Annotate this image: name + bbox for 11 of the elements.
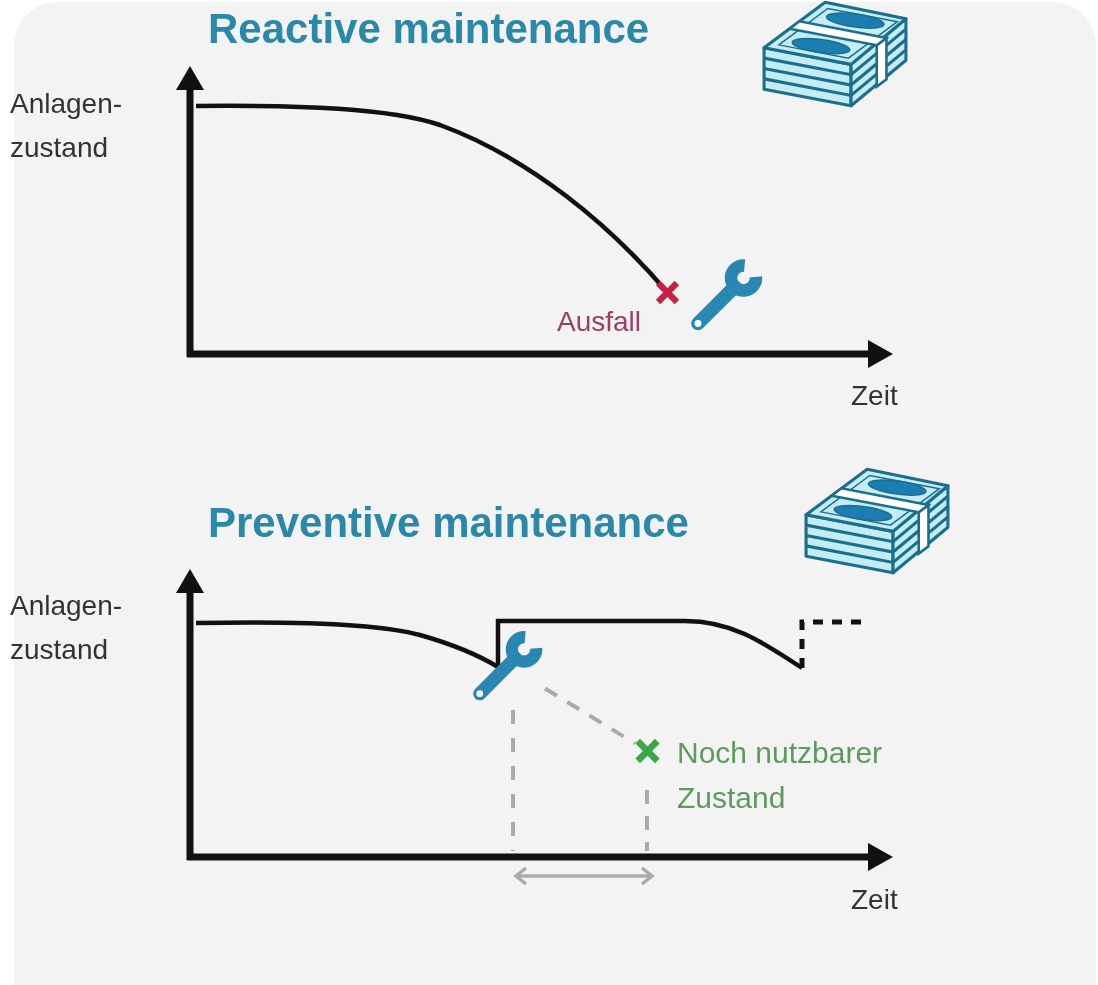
wrench-icon [471, 630, 545, 702]
cross-mark-icon [635, 739, 660, 763]
axis-label: Zeit [851, 883, 898, 917]
projection-line [543, 686, 637, 746]
condition-label: Noch nutzbarer Zustand [677, 735, 884, 816]
section-heading: Preventive maintenance [208, 498, 689, 548]
section-heading: Reactive maintenance [208, 4, 650, 54]
axis-label: Anlagen- zustand [10, 589, 124, 667]
failure-label: Ausfall [557, 305, 642, 339]
axis-label: Zeit [851, 379, 898, 413]
axis-label: Anlagen- zustand [10, 87, 124, 165]
